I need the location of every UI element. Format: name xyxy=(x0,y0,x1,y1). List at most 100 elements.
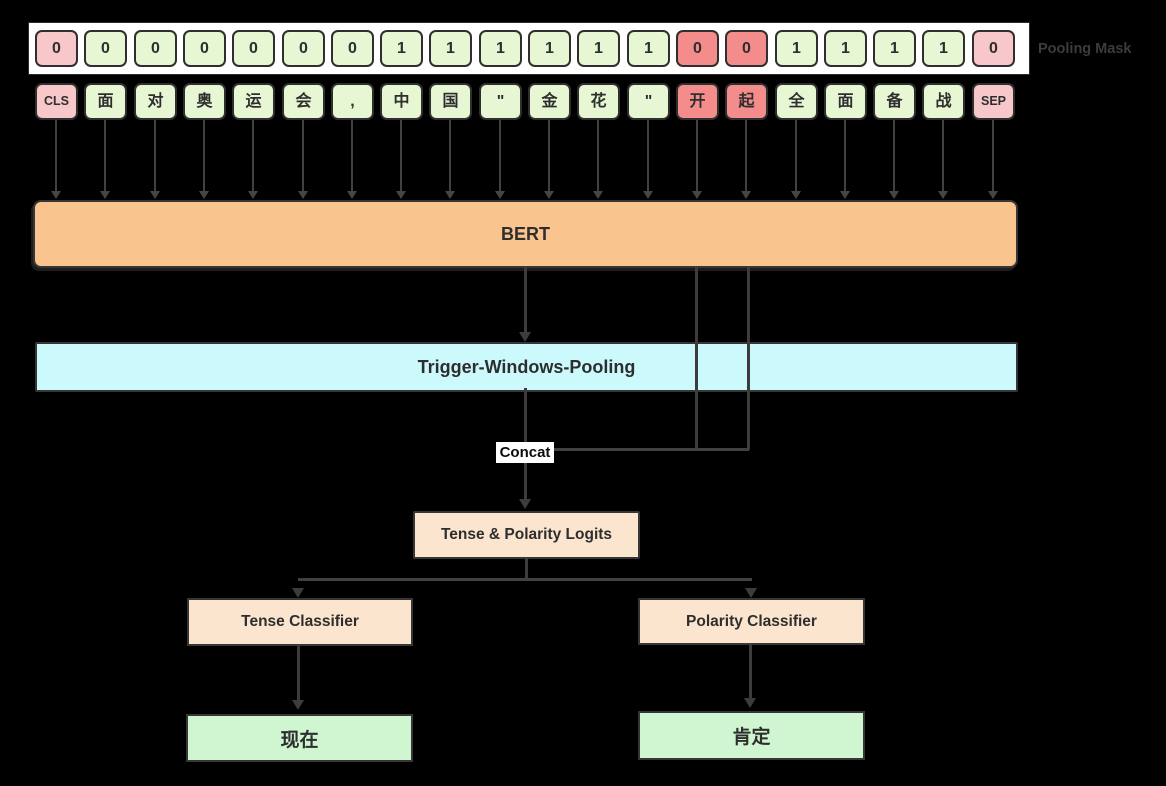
token-arrow-line xyxy=(942,120,944,192)
mask-cell: 0 xyxy=(35,30,78,67)
token-arrowhead xyxy=(100,191,110,199)
token-arrowhead xyxy=(495,191,505,199)
mask-cell: 0 xyxy=(134,30,177,67)
token-arrowhead xyxy=(51,191,61,199)
mask-cell: 1 xyxy=(627,30,670,67)
bert-box: BERT xyxy=(33,200,1018,268)
mask-cell: 0 xyxy=(972,30,1015,67)
token-cell: 中 xyxy=(380,83,423,120)
tense-classifier-label: Tense Classifier xyxy=(241,613,359,630)
token-arrowhead xyxy=(544,191,554,199)
mask-cell: 0 xyxy=(183,30,226,67)
token-arrow-line xyxy=(893,120,895,192)
token-arrow-line xyxy=(844,120,846,192)
logits-split-crossbar xyxy=(298,578,752,581)
mask-cell: 1 xyxy=(479,30,522,67)
token-arrowhead xyxy=(938,191,948,199)
token-arrowhead xyxy=(889,191,899,199)
token-arrow-line xyxy=(548,120,550,192)
mask-cell: 0 xyxy=(676,30,719,67)
token-arrowhead xyxy=(741,191,751,199)
token-cell: 面 xyxy=(84,83,127,120)
token-arrow-line xyxy=(203,120,205,192)
token-cell: 国 xyxy=(429,83,472,120)
token-cell: , xyxy=(331,83,374,120)
token-arrow-line xyxy=(154,120,156,192)
token-arrow-line xyxy=(351,120,353,192)
token-arrowhead xyxy=(692,191,702,199)
token-cell: 开 xyxy=(676,83,719,120)
mask-cell: 0 xyxy=(282,30,325,67)
token-cell: SEP xyxy=(972,83,1015,120)
token-cell: 金 xyxy=(528,83,571,120)
tense-result-arrowhead xyxy=(292,700,304,710)
token-cell: 战 xyxy=(922,83,965,120)
polarity-classifier-label: Polarity Classifier xyxy=(686,612,817,630)
logits-split-stem xyxy=(525,557,528,579)
token-arrowhead xyxy=(988,191,998,199)
mask-cell: 0 xyxy=(331,30,374,67)
tense-result-label: 现在 xyxy=(280,729,319,751)
token-arrow-line xyxy=(745,120,747,192)
mask-cell: 1 xyxy=(528,30,571,67)
trigger-line-2 xyxy=(747,266,750,450)
token-arrow-line xyxy=(449,120,451,192)
token-cell: " xyxy=(627,83,670,120)
token-arrowhead xyxy=(199,191,209,199)
token-arrow-line xyxy=(55,120,57,192)
mask-cell: 1 xyxy=(775,30,818,67)
token-cell: " xyxy=(479,83,522,120)
token-cell: 会 xyxy=(282,83,325,120)
tense-result-box: 现在 xyxy=(186,714,413,762)
token-cell: 全 xyxy=(775,83,818,120)
trigger-windows-pooling-box: Trigger-Windows-Pooling xyxy=(35,342,1018,392)
token-arrowhead xyxy=(396,191,406,199)
token-arrowhead xyxy=(643,191,653,199)
bert-to-pooling-line xyxy=(524,266,527,333)
polarity-result-box: 肯定 xyxy=(638,711,865,760)
mask-cell: 0 xyxy=(725,30,768,67)
token-arrow-line xyxy=(992,120,994,192)
logits-box: Tense & Polarity Logits xyxy=(413,511,640,559)
mask-cell: 1 xyxy=(922,30,965,67)
token-arrowhead xyxy=(298,191,308,199)
mask-cell: 1 xyxy=(577,30,620,67)
token-cell: 运 xyxy=(232,83,275,120)
token-arrow-line xyxy=(400,120,402,192)
pooling-mask-label: Pooling Mask xyxy=(1038,41,1132,57)
polarity-result-label: 肯定 xyxy=(732,727,771,748)
bert-label: BERT xyxy=(501,223,550,244)
token-arrowhead xyxy=(791,191,801,199)
token-arrowhead xyxy=(248,191,258,199)
polarity-classifier-box: Polarity Classifier xyxy=(638,598,865,645)
token-arrowhead xyxy=(445,191,455,199)
polarity-result-line xyxy=(749,643,752,699)
token-arrow-line xyxy=(104,120,106,192)
token-arrow-line xyxy=(795,120,797,192)
token-arrowhead xyxy=(347,191,357,199)
mask-cell: 1 xyxy=(824,30,867,67)
token-arrowhead xyxy=(593,191,603,199)
token-arrowhead xyxy=(840,191,850,199)
token-arrowhead xyxy=(150,191,160,199)
concat-label: Concat xyxy=(496,442,554,463)
pooling-to-logits-arrowhead xyxy=(519,499,531,509)
token-arrow-line xyxy=(647,120,649,192)
token-arrow-line xyxy=(597,120,599,192)
mask-cell: 0 xyxy=(84,30,127,67)
mask-cell: 0 xyxy=(232,30,275,67)
logits-label: Tense & Polarity Logits xyxy=(440,526,613,543)
token-arrow-line xyxy=(252,120,254,192)
token-cell: 奥 xyxy=(183,83,226,120)
mask-cell: 1 xyxy=(873,30,916,67)
token-arrow-line xyxy=(696,120,698,192)
mask-cell: 1 xyxy=(380,30,423,67)
token-cell: 花 xyxy=(577,83,620,120)
trigger-windows-pooling-label: Trigger-Windows-Pooling xyxy=(417,356,636,377)
token-arrow-line xyxy=(499,120,501,192)
split-left-arrowhead xyxy=(292,588,304,598)
split-right-arrowhead xyxy=(745,588,757,598)
token-cell: 起 xyxy=(725,83,768,120)
tense-result-line xyxy=(297,644,300,701)
